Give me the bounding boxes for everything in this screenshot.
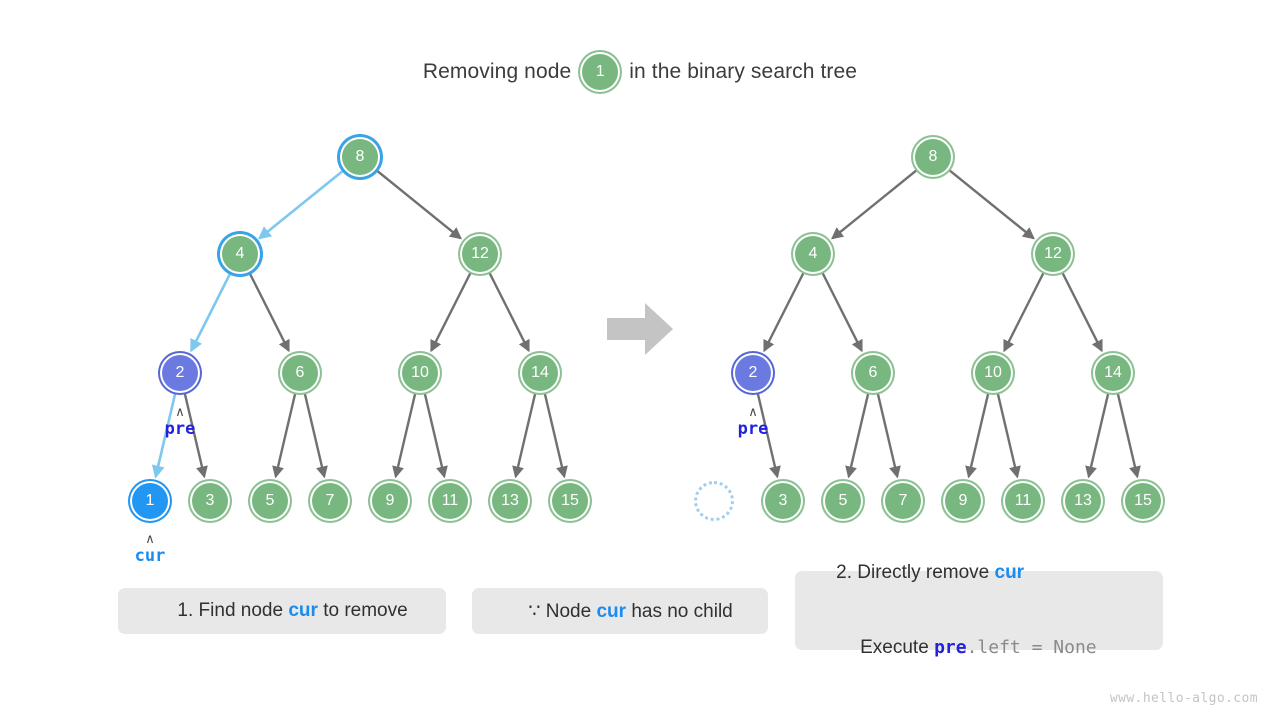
pointer-label-pre: ∧pre — [738, 405, 769, 438]
tree-node-15[interactable]: 15 — [1123, 481, 1163, 521]
caption-2-pre: ∵ Node — [528, 600, 597, 622]
tree-edge — [965, 393, 990, 479]
caption-1-pre: 1. Find node — [177, 600, 289, 621]
tree-node-5[interactable]: 5 — [823, 481, 863, 521]
tree-node-14[interactable]: 14 — [1093, 353, 1133, 393]
caption-2-keyword: cur — [596, 600, 627, 622]
caption-reason: ∵ Node cur has no child — [472, 588, 768, 634]
tree-edge — [996, 393, 1021, 479]
removed-node-placeholder — [694, 481, 734, 521]
page-title-prefix: Removing node — [422, 60, 572, 83]
tree-node-5[interactable]: 5 — [250, 481, 290, 521]
tree-edge — [1085, 393, 1110, 479]
tree-node-3[interactable]: 3 — [763, 481, 803, 521]
tree-edge — [1061, 272, 1103, 353]
tree-edge — [1116, 393, 1141, 479]
tree-node-2[interactable]: 2 — [733, 353, 773, 393]
pointer-caret-icon: ∧ — [145, 531, 155, 546]
caption-3-line2-keyword: pre — [934, 637, 967, 658]
tree-node-4[interactable]: 4 — [793, 234, 833, 274]
caption-1-post: to remove — [317, 600, 408, 621]
tree-edge — [845, 393, 870, 479]
tree-node-13[interactable]: 13 — [1063, 481, 1103, 521]
page-title-suffix: in the binary search tree — [629, 60, 858, 83]
tree-node-10[interactable]: 10 — [400, 353, 440, 393]
tree-node-9[interactable]: 9 — [370, 481, 410, 521]
caption-3-line1-keyword: cur — [994, 562, 1025, 583]
tree-edge — [488, 272, 530, 353]
tree-node-4[interactable]: 4 — [220, 234, 260, 274]
tree-edge — [392, 393, 417, 479]
caption-3-line2-pre: Execute — [860, 637, 935, 658]
tree-edge — [512, 393, 537, 479]
pointer-label-pre: ∧pre — [165, 405, 196, 438]
tree-node-6[interactable]: 6 — [280, 353, 320, 393]
tree-node-12[interactable]: 12 — [1033, 234, 1073, 274]
tree-edge — [763, 272, 805, 353]
caption-3-line1-pre: 2. Directly remove — [836, 562, 995, 583]
tree-node-14[interactable]: 14 — [520, 353, 560, 393]
tree-edge — [257, 169, 345, 240]
tree-node-2[interactable]: 2 — [160, 353, 200, 393]
tree-edge — [821, 272, 863, 353]
tree-edge — [948, 169, 1035, 240]
title-node-badge: 1 — [580, 52, 621, 92]
tree-node-7[interactable]: 7 — [310, 481, 350, 521]
caption-2-post: has no child — [626, 600, 733, 622]
tree-edge — [272, 393, 297, 479]
pointer-label-text: pre — [737, 419, 769, 439]
tree-edge — [543, 393, 568, 479]
tree-node-3[interactable]: 3 — [190, 481, 230, 521]
tree-node-9[interactable]: 9 — [943, 481, 983, 521]
tree-edge — [190, 272, 232, 353]
tree-edge — [1003, 272, 1045, 353]
tree-edge — [375, 169, 462, 240]
tree-node-15[interactable]: 15 — [550, 481, 590, 521]
tree-edge — [831, 169, 918, 240]
tree-node-12[interactable]: 12 — [460, 234, 500, 274]
tree-edge — [423, 393, 448, 479]
tree-node-11[interactable]: 11 — [430, 481, 470, 521]
tree-node-8[interactable]: 8 — [340, 137, 380, 177]
tree-edge — [303, 393, 328, 479]
pointer-label-text: cur — [134, 546, 166, 566]
tree-edge — [248, 272, 290, 353]
page-title: Removing node 1 in the binary search tre… — [0, 52, 1280, 92]
tree-node-7[interactable]: 7 — [883, 481, 923, 521]
tree-node-13[interactable]: 13 — [490, 481, 530, 521]
tree-node-11[interactable]: 11 — [1003, 481, 1043, 521]
pointer-label-cur: ∧cur — [135, 532, 166, 565]
tree-edge — [876, 393, 901, 479]
site-watermark: www.hello-algo.com — [1109, 691, 1258, 706]
pointer-caret-icon: ∧ — [175, 404, 185, 419]
tree-node-8[interactable]: 8 — [913, 137, 953, 177]
caption-step-2: 2. Directly remove cur Execute pre.left … — [795, 562, 1163, 658]
caption-3-line2-code: .left = None — [966, 637, 1097, 658]
pointer-caret-icon: ∧ — [748, 404, 758, 419]
caption-step-1: 1. Find node cur to remove — [118, 588, 446, 634]
tree-edge — [430, 272, 472, 353]
tree-node-10[interactable]: 10 — [973, 353, 1013, 393]
tree-node-1[interactable]: 1 — [130, 481, 170, 521]
transition-arrow-icon — [607, 303, 673, 355]
pointer-label-text: pre — [164, 419, 196, 439]
tree-node-6[interactable]: 6 — [853, 353, 893, 393]
caption-1-keyword: cur — [288, 600, 318, 621]
